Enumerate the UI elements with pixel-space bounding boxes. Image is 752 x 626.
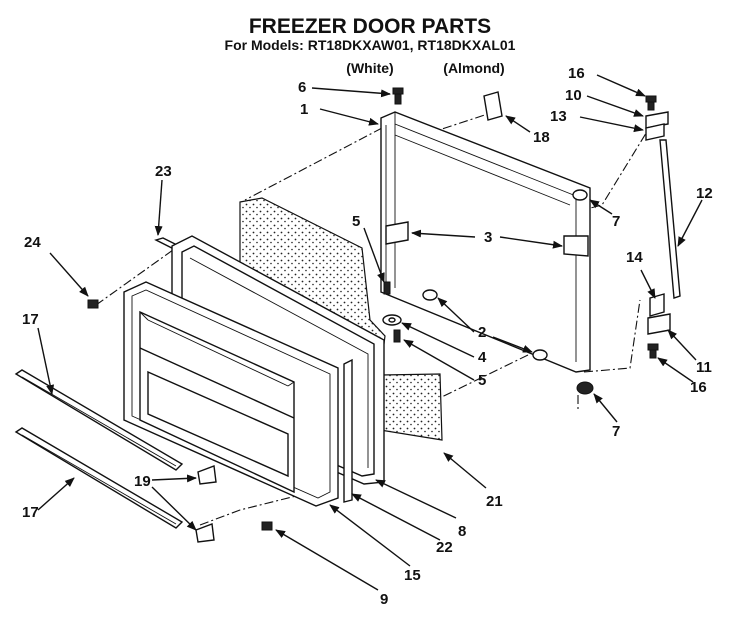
callout-3: 3 (484, 229, 492, 246)
variant-white-label: (White) (346, 60, 393, 76)
callout-leaders (37, 74, 703, 591)
models-line: For Models: RT18DKXAW01, RT18DKXAL01 (225, 37, 516, 53)
screws-and-washer (382, 281, 402, 343)
callout-9: 9 (380, 591, 388, 608)
door-trim-strip (343, 358, 353, 503)
callout-22: 22 (436, 539, 453, 556)
variant-almond-label: (Almond) (443, 60, 504, 76)
callout-23: 23 (155, 163, 172, 180)
callout-5b: 5 (478, 372, 486, 389)
handle-screws (87, 299, 273, 531)
callout-16b: 16 (690, 379, 707, 396)
shelf-end-caps (195, 465, 217, 543)
callout-6: 6 (298, 79, 306, 96)
upper-hinge-assembly (645, 95, 681, 299)
callout-14: 14 (626, 249, 643, 266)
callout-5a: 5 (352, 213, 360, 230)
top-screw (392, 87, 404, 105)
callout-17a: 17 (22, 311, 39, 328)
callout-11: 11 (696, 359, 712, 376)
callout-2: 2 (478, 324, 486, 341)
door-stop-brackets (385, 221, 589, 257)
callout-1: 1 (300, 101, 308, 118)
callout-10: 10 (565, 87, 582, 104)
lower-hinge-assembly (647, 293, 671, 359)
diagram-title: FREEZER DOOR PARTS (249, 15, 491, 38)
callout-12: 12 (696, 185, 713, 202)
callout-13: 13 (550, 108, 567, 125)
door-liner (123, 281, 339, 507)
door-shelf-rails (14, 369, 184, 529)
outer-door-panel (380, 111, 591, 373)
callout-15: 15 (404, 567, 421, 584)
callout-17b: 17 (22, 504, 39, 521)
callout-24: 24 (24, 234, 41, 251)
label-pad (483, 91, 503, 121)
callout-19: 19 (134, 473, 151, 490)
callout-21: 21 (486, 493, 503, 510)
hole-plugs (422, 289, 548, 361)
hinge-bushings (572, 189, 594, 395)
callout-16a: 16 (568, 65, 585, 82)
callout-7a: 7 (612, 213, 620, 230)
callout-8: 8 (458, 523, 466, 540)
callout-4: 4 (478, 349, 487, 366)
callout-18: 18 (533, 129, 550, 146)
callout-7b: 7 (612, 423, 620, 440)
callout-numbers: 1 2 3 4 5 5 6 7 7 8 9 10 11 12 13 14 15 … (22, 65, 713, 608)
